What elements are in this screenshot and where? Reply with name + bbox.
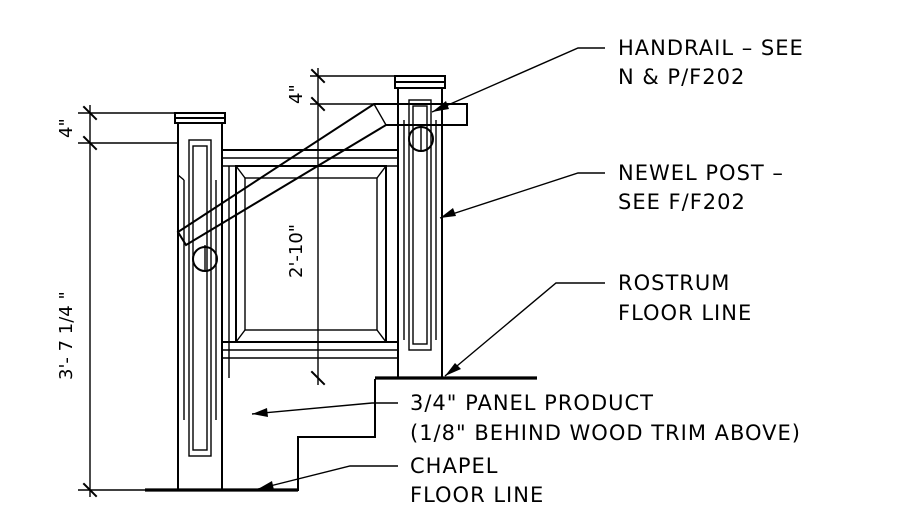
dimension-rail-height-label: 2'-10" — [286, 224, 307, 278]
callout-newel-post-line1: NEWEL POST – — [618, 161, 784, 185]
callout-handrail: HANDRAIL – SEE N & P/F202 — [431, 36, 804, 113]
callout-chapel-line1: CHAPEL — [410, 454, 498, 478]
callout-panel-line2: (1/8" BEHIND WOOD TRIM ABOVE) — [410, 421, 801, 445]
callout-chapel-floor: CHAPEL FLOOR LINE — [257, 454, 544, 507]
callout-rostrum-floor: ROSTRUM FLOOR LINE — [444, 271, 752, 377]
callout-chapel-line2: FLOOR LINE — [410, 483, 544, 507]
rail-infill-panel — [221, 149, 399, 378]
callout-newel-post: NEWEL POST – SEE F/F202 — [439, 161, 784, 219]
callout-rostrum-line1: ROSTRUM — [618, 271, 730, 295]
callout-panel-line1: 3/4" PANEL PRODUCT — [410, 391, 654, 415]
callout-rostrum-line2: FLOOR LINE — [618, 301, 752, 325]
left-newel-post — [174, 112, 226, 491]
callout-newel-post-line2: SEE F/F202 — [618, 190, 746, 214]
dimension-rail-height: 4" 2'-10" — [286, 68, 395, 386]
callout-handrail-line1: HANDRAIL – SEE — [618, 36, 804, 60]
callout-panel-product: 3/4" PANEL PRODUCT (1/8" BEHIND WOOD TRI… — [251, 391, 801, 445]
callout-handrail-line2: N & P/F202 — [618, 65, 745, 89]
right-newel-post — [394, 75, 446, 379]
dimension-overall-height: 4" 3'- 7 1/4 " — [56, 105, 178, 498]
dimension-left-cap-label: 4" — [56, 118, 77, 138]
dimension-right-cap-label: 4" — [286, 84, 307, 104]
dimension-overall-height-label: 3'- 7 1/4 " — [56, 291, 77, 380]
